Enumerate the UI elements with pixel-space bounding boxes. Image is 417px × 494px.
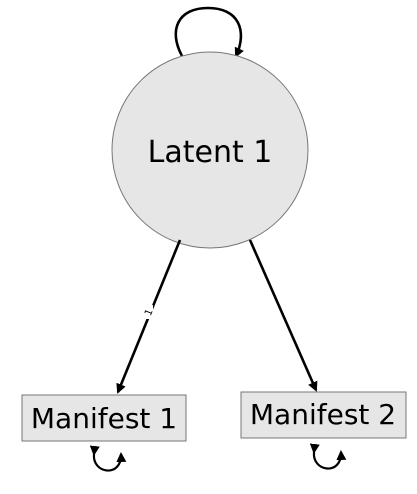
manifest-1-label: Manifest 1	[31, 402, 177, 435]
loading-path-2	[248, 239, 318, 392]
loading-label-1: 1	[143, 308, 156, 318]
manifest-1-box	[21, 394, 187, 442]
manifest-2-variance-loop	[309, 443, 347, 470]
manifest-1-variance-loop	[89, 445, 127, 472]
manifest-2-label: Manifest 2	[250, 398, 396, 431]
loading-label-1-bg: 1	[143, 305, 156, 319]
latent-variance-loop	[174, 6, 244, 66]
latent-label: Latent 1	[148, 135, 273, 170]
manifest-node-2[interactable]: Manifest 2	[240, 391, 407, 439]
manifest-node-1[interactable]: Manifest 1	[21, 394, 187, 442]
latent-node[interactable]: Latent 1	[111, 51, 309, 249]
manifest-2-box	[240, 391, 407, 439]
latent-circle	[111, 51, 309, 249]
